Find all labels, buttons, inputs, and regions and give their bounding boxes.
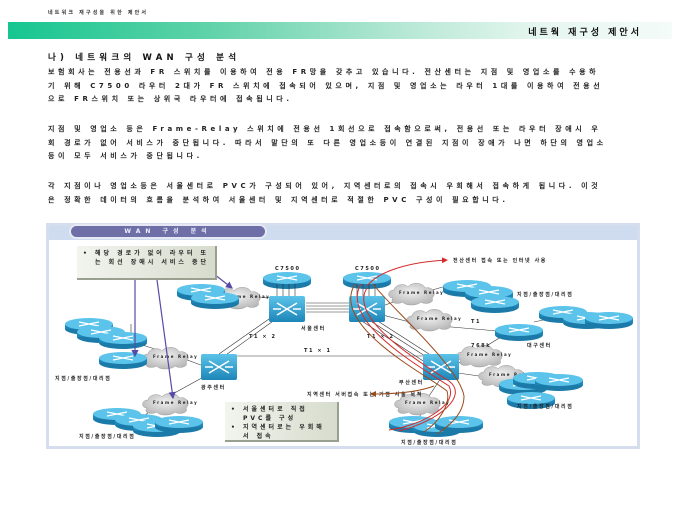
cloud-label: Frame Relay	[489, 372, 534, 377]
path-red-to-internet	[366, 257, 448, 287]
path-red-seoul-busan	[363, 287, 456, 432]
annotation-top-label: 전산센터 접속 또는 인터넷 사용	[453, 257, 547, 264]
annotation-bottom-label: 지역센터 서버접속 또는 거점 서울 목적	[307, 391, 423, 398]
branch-router-icon	[98, 331, 148, 350]
note-item: 서울센터로 직접 PVC를 구성	[229, 405, 333, 423]
banner-title: 네트웍 재구성 제안서	[528, 28, 642, 38]
network-diagram: C7500 C7500 서울센터 Frame Relay Frame Relay…	[55, 257, 634, 446]
branch-label: 지점/출장점/대리점	[55, 375, 111, 382]
branch-router-icon	[470, 295, 520, 314]
note-bottom-center: 서울센터로 직접 PVC를 구성 지역센터로는 우회해서 접속	[225, 402, 339, 442]
daegu-center-label: 대구센터	[527, 342, 552, 349]
c7500-router-b-icon	[342, 271, 392, 290]
note-top-left: 해당 경로가 없어 라우터 또는 회선 장애시 서비스 중단	[77, 246, 217, 280]
branch-label: 지점/출장점/대리점	[401, 439, 457, 446]
c7500-router-a-icon	[262, 271, 312, 290]
paragraph-3: 각 지점이나 영업소등은 서울센터로 PVC가 구성되어 있어, 지역센터로의 …	[48, 182, 602, 204]
branch-router-icon	[154, 415, 204, 434]
branch-label: 지점/출장점/대리점	[517, 291, 573, 298]
diagram-title: WAN 구성 분석	[69, 224, 267, 239]
cloud-label: Frame Relay	[417, 316, 462, 321]
section-heading: 나) 네트워크의 WAN 구성 분석	[48, 53, 241, 63]
gwangju-switch-icon	[200, 353, 238, 381]
path-red-seoul-branch	[356, 283, 452, 431]
cloud-label: Frame Relay	[405, 400, 450, 405]
path-brown-seoul-branch	[350, 283, 449, 433]
cloud-label: Frame Relay	[399, 290, 444, 295]
note-item: 지역센터로는 우회해서 접속	[229, 423, 333, 441]
768k-label: 768k	[471, 343, 491, 349]
wan-diagram-panel: WAN 구성 분석	[46, 223, 640, 449]
paragraph-1: 보험회사는 전용선과 FR 스위치를 이용하여 전용 FR망을 갖추고 있습니다…	[48, 68, 604, 103]
running-head: 네트워크 재구성을 위한 제안서	[48, 10, 149, 16]
seoul-switch-b-icon	[348, 295, 386, 323]
note-item: 해당 경로가 없어 라우터 또는 회선 장애시 서비스 중단	[81, 249, 211, 267]
branch-router-icon	[584, 311, 634, 330]
seoul-center-label: 서울센터	[301, 325, 326, 332]
c7500-label-a: C7500	[275, 266, 301, 272]
title-banner: 네트웍 재구성 제안서	[8, 22, 672, 39]
branch-router-icon	[534, 373, 584, 392]
c7500-label-b: C7500	[355, 266, 381, 272]
t1x2-left-label: T1 × 2	[249, 334, 277, 340]
cloud-label: Frame Relay	[153, 354, 198, 359]
cloud-label: Frame Relay	[467, 352, 512, 357]
t1x1-label: T1 × 1	[304, 348, 332, 354]
path-brown-to-annotation	[370, 385, 435, 397]
t1-label: T1	[471, 319, 481, 325]
branch-label: 지점/출장점/대리점	[79, 433, 135, 440]
gwangju-center-label: 광주센터	[201, 384, 226, 391]
path-brown-busan-branch	[372, 283, 465, 435]
arrow-note-to-bottom-cloud	[156, 279, 176, 400]
busan-center-label: 부산센터	[399, 379, 424, 386]
branch-router-icon	[190, 291, 240, 310]
seoul-switch-a-icon	[268, 295, 306, 323]
trunk-seoul-switches	[306, 302, 349, 313]
branch-label: 지점/출장점/대리점	[517, 403, 573, 410]
daegu-router-icon	[494, 323, 544, 342]
paragraph-2: 지점 및 영업소 등은 Frame-Relay 스위치에 전용선 1회선으로 접…	[48, 125, 607, 160]
cloud-label: Frame Relay	[225, 294, 270, 299]
branch-router-icon	[98, 351, 148, 370]
cloud-label: Frame Relay	[153, 400, 198, 405]
